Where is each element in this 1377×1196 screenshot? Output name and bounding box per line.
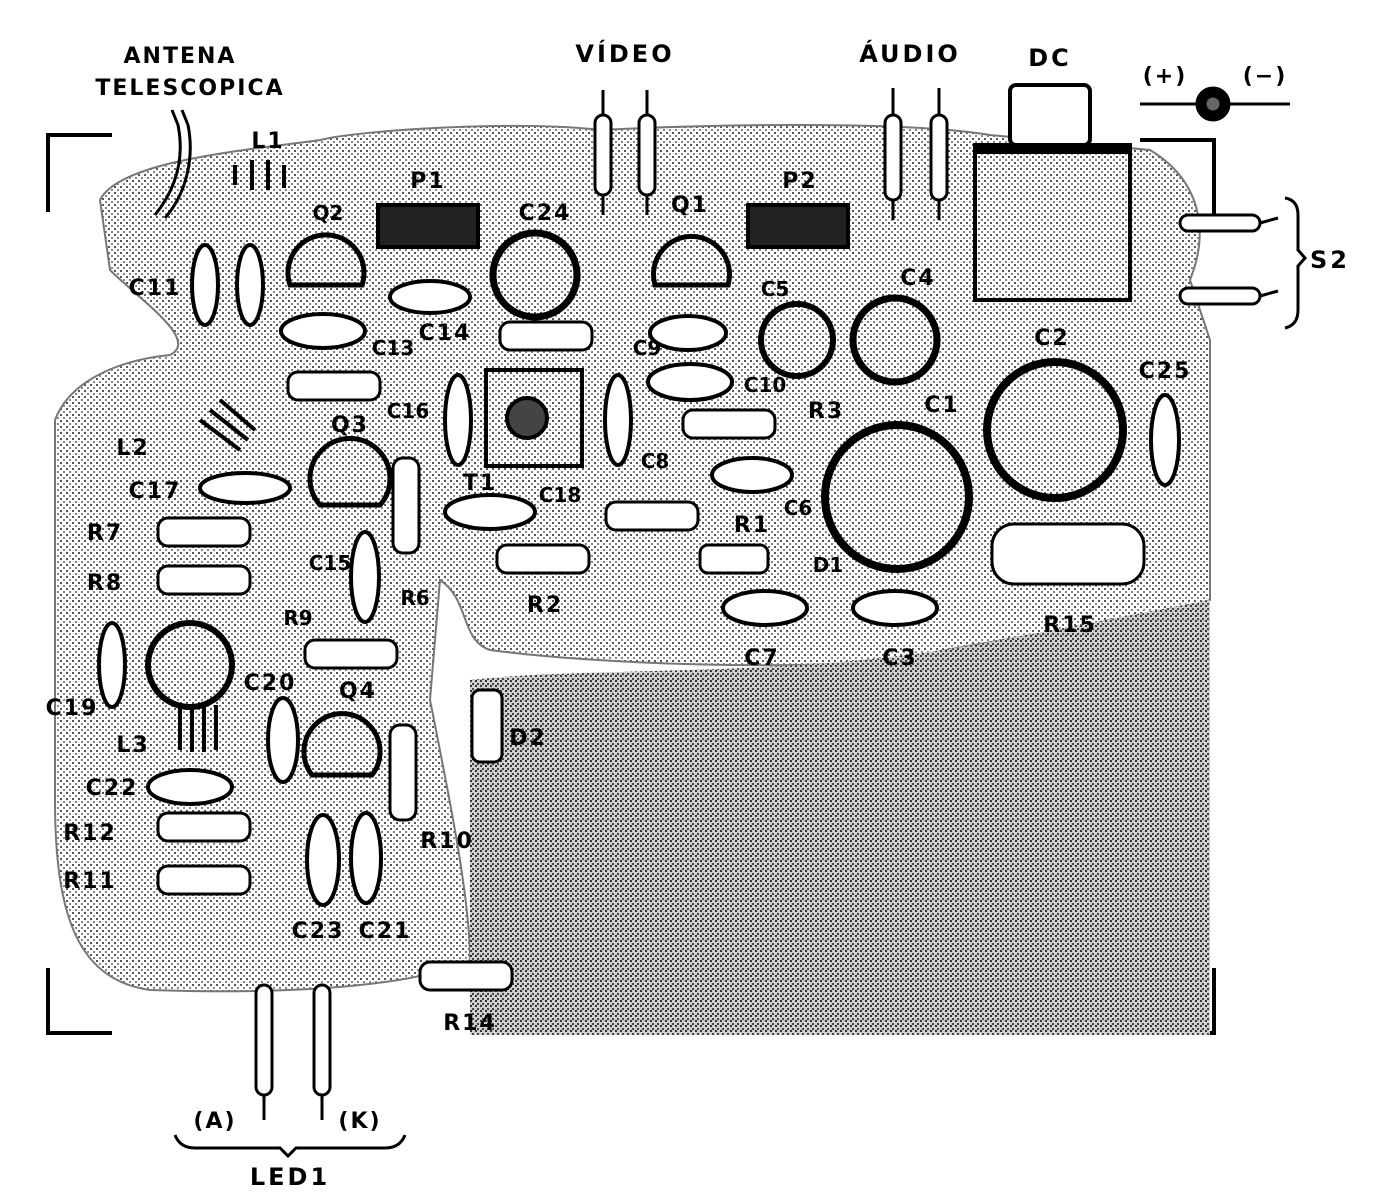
component-C2: C2: [1034, 326, 1069, 351]
led-cathode-label: (K): [338, 1109, 381, 1134]
component-C21: C21: [359, 919, 412, 944]
component-C8: C8: [641, 449, 670, 473]
component-C24: C24: [519, 201, 572, 226]
trimmers: [376, 203, 850, 468]
audio-leads: [883, 88, 949, 220]
plus-label: (+): [1143, 64, 1188, 89]
component-R2: R2: [527, 593, 563, 618]
s2-label: S2: [1310, 246, 1350, 274]
coils: [178, 160, 286, 752]
component-Q1: Q1: [671, 193, 709, 218]
component-R8: R8: [87, 571, 123, 596]
component-R9: R9: [283, 606, 312, 630]
power-leads: [1140, 86, 1307, 330]
component-C13: C13: [372, 336, 415, 360]
board-outline: [46, 133, 1216, 1035]
component-C10: C10: [744, 373, 787, 397]
component-C18: C18: [539, 483, 582, 507]
component-R3: R3: [808, 399, 844, 424]
component-C4: C4: [900, 266, 935, 291]
component-C19: C19: [46, 696, 99, 721]
disc-caps: [97, 243, 1181, 907]
electrolytic-caps: [145, 229, 1127, 710]
component-C25: C25: [1139, 359, 1192, 384]
audio-label: ÁUDIO: [859, 39, 961, 68]
component-C6: C6: [784, 496, 813, 520]
component-C7: C7: [744, 646, 779, 671]
component-C14: C14: [419, 321, 472, 346]
component-R14: R14: [443, 1011, 497, 1036]
component-D1: D1: [813, 553, 844, 577]
component-R10: R10: [420, 829, 474, 854]
component-C5: C5: [761, 277, 790, 301]
component-C17: C17: [129, 479, 182, 504]
text-labels: ANTENA TELESCOPICA VÍDEO ÁUDIO DC (+) (−…: [46, 39, 1350, 1191]
component-C23: C23: [292, 919, 345, 944]
component-R12: R12: [63, 821, 117, 846]
component-R7: R7: [87, 521, 123, 546]
component-P2: P2: [782, 169, 817, 194]
minus-label: (−): [1243, 64, 1288, 89]
led-leads: [173, 983, 407, 1159]
component-Q4: Q4: [339, 679, 377, 704]
component-R1: R1: [734, 513, 770, 538]
component-Q2: Q2: [313, 201, 344, 225]
component-P1: P1: [410, 169, 445, 194]
component-R11: R11: [63, 869, 117, 894]
component-R6: R6: [400, 586, 429, 610]
component-T1: T1: [463, 471, 497, 496]
component-C11: C11: [129, 276, 182, 301]
component-D2: D2: [509, 726, 547, 751]
antenna-wire: [153, 109, 192, 219]
component-C16: C16: [387, 399, 430, 423]
component-L3: L3: [116, 733, 149, 758]
component-L2: L2: [116, 436, 149, 461]
component-C20: C20: [244, 671, 297, 696]
dc-jack: [973, 83, 1132, 302]
component-L1: L1: [251, 129, 284, 154]
component-R15: R15: [1043, 613, 1097, 638]
transistors: [285, 232, 732, 778]
component-C22: C22: [86, 776, 139, 801]
component-Q3: Q3: [331, 413, 369, 438]
component-C9: C9: [633, 336, 662, 360]
led-anode-label: (A): [193, 1109, 236, 1134]
component-C15: C15: [309, 551, 352, 575]
led-label: LED1: [250, 1163, 330, 1191]
video-label: VÍDEO: [575, 39, 674, 68]
dc-label: DC: [1028, 44, 1072, 72]
resistors: [156, 320, 1146, 992]
antenna-label-line1: ANTENA: [124, 44, 237, 69]
video-leads: [593, 90, 657, 215]
component-C1: C1: [924, 393, 959, 418]
antenna-label-line2: TELESCOPICA: [95, 76, 284, 101]
component-C3: C3: [882, 646, 917, 671]
